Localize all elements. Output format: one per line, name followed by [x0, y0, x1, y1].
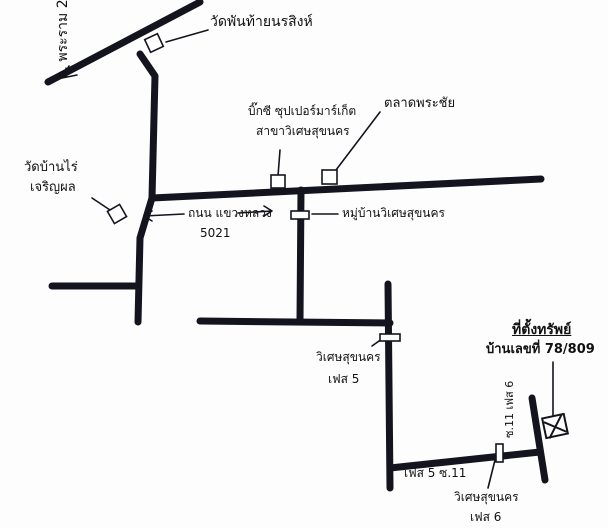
road-label-local: ถนน แขวงหลวง — [188, 206, 272, 220]
road-village-entrance — [296, 186, 305, 324]
road-temple-spur — [136, 50, 159, 202]
road-west-trunk — [134, 194, 156, 326]
label-village-entrance: หมู่บ้านวิเศษสุขนคร — [342, 206, 445, 220]
label-phase6-line1: วิเศษสุขนคร — [454, 490, 519, 504]
marker-village-entrance — [290, 210, 310, 220]
road-phase5-soi11 — [386, 448, 544, 472]
arrow-local-road-right — [237, 205, 273, 217]
leader-temple-banrai — [91, 197, 111, 211]
leader-supermarket — [277, 149, 281, 177]
label-phase5-line2: เฟส 5 — [328, 372, 360, 386]
label-phase6-line2: เฟส 6 — [470, 510, 502, 524]
destination-marker — [540, 412, 570, 440]
arrow-praram2 — [61, 65, 78, 79]
label-phase5-line1: วิเศษสุขนคร — [316, 350, 381, 364]
marker-temple-banrai — [106, 203, 128, 225]
marker-market — [321, 169, 338, 185]
road-phase5-long — [384, 280, 394, 492]
label-destination-address: บ้านเลขที่ 78/809 — [486, 342, 595, 357]
road-phase5-connector — [196, 317, 394, 327]
marker-phase5 — [379, 333, 401, 342]
label-supermarket-line1: บิ๊กซี ซุปเปอร์มาร์เก็ต — [248, 104, 357, 118]
marker-temple-phanthaiw — [143, 32, 165, 54]
road-label-phase5-soi11: เฟส 5 ซ.11 — [404, 466, 467, 480]
marker-phase6 — [495, 443, 504, 463]
road-soi11-vertical — [528, 394, 549, 484]
label-supermarket-line2: สาขาวิเศษสุขนคร — [256, 124, 350, 138]
road-main-5021 — [148, 175, 545, 202]
leader-temple-phanthaiw — [165, 29, 209, 43]
road-label-local-no: 5021 — [200, 226, 231, 240]
leader-market — [335, 111, 381, 171]
road-praram2 — [44, 0, 204, 86]
road-label-praram2: ถ. พระราม 2 — [55, 0, 71, 79]
label-market: ตลาดพระชัย — [384, 96, 456, 111]
arrow-local-road-left — [143, 210, 185, 222]
label-temple-banrai-line1: วัดบ้านไร่ — [24, 160, 78, 175]
marker-supermarket — [270, 174, 286, 189]
road-label-soi11-vertical: ซ.11 เฟส 6 — [503, 380, 516, 438]
label-temple-banrai-line2: เจริญผล — [30, 180, 76, 195]
label-destination-title: ที่ตั้งทรัพย์ — [512, 322, 572, 338]
label-temple-phanthaiw: วัดพันท้ายนรสิงห์ — [210, 14, 313, 30]
